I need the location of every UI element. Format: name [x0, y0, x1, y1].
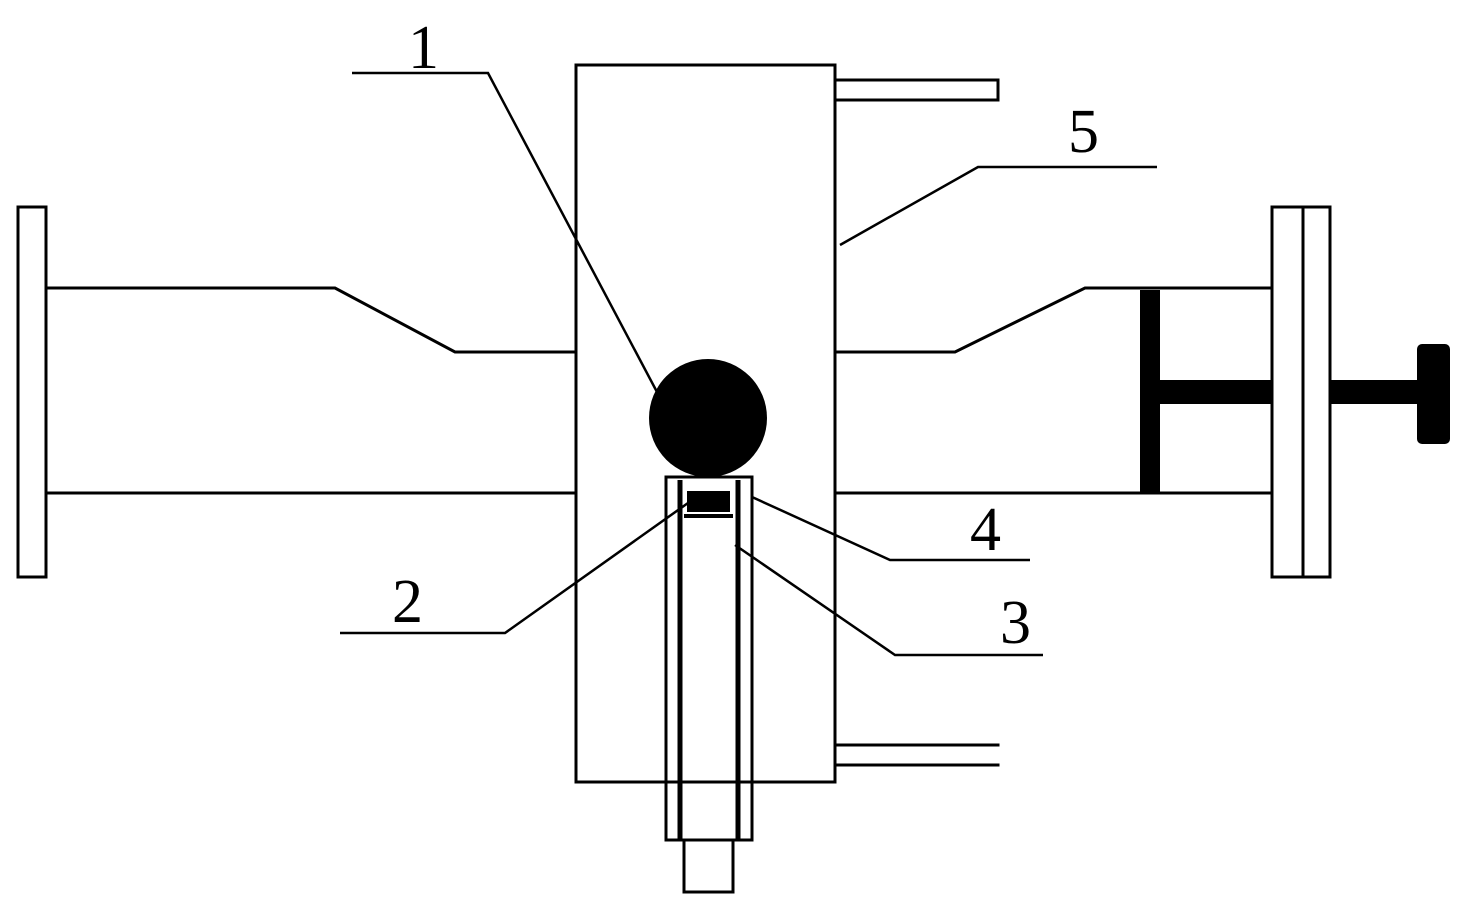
- plug-plate: [1140, 290, 1160, 493]
- handle-rod: [1330, 380, 1420, 404]
- label-3: 3: [1000, 589, 1031, 657]
- plug-rod: [1160, 380, 1272, 404]
- label-2: 2: [392, 568, 423, 636]
- leader-line-1: [352, 71, 659, 393]
- seal-block: [687, 491, 730, 512]
- central-housing: [574, 63, 837, 784]
- rod-bottom: [682, 838, 735, 894]
- outer-sleeve: [664, 475, 754, 842]
- leader-line-5: [839, 165, 1157, 247]
- ball: [649, 359, 767, 477]
- leader-line-2: [340, 501, 689, 635]
- right-flange-outer: [1301, 205, 1332, 579]
- label-5: 5: [1068, 98, 1099, 166]
- left-pipe-top-edge: [44, 286, 578, 354]
- left-flange: [16, 205, 48, 579]
- top-outlet-pipe: [833, 78, 1000, 102]
- label-4: 4: [970, 496, 1001, 564]
- right-flange-inner: [1270, 205, 1305, 579]
- label-1: 1: [408, 14, 439, 82]
- leader-line-3: [734, 543, 1043, 657]
- leader-line-4: [751, 495, 1030, 562]
- right-pipe-top-edge: [833, 286, 1274, 354]
- handle-knob: [1417, 344, 1450, 444]
